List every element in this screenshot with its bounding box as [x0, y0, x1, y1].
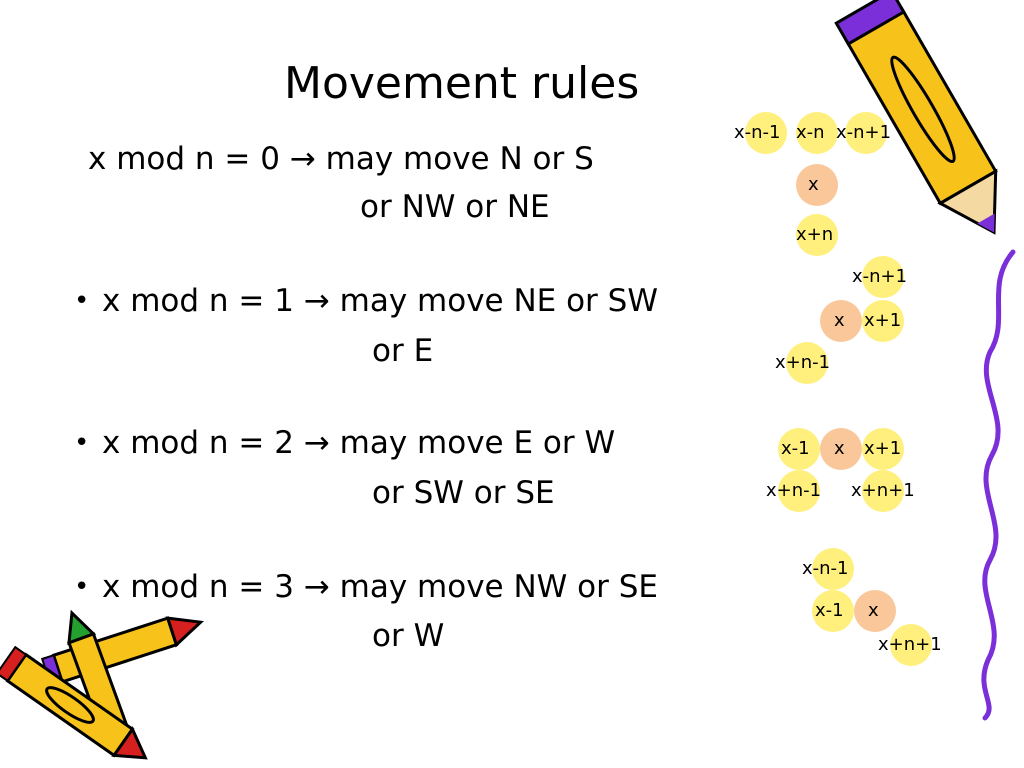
- node-label: x-1: [815, 600, 844, 621]
- rule-1-line2: or E: [372, 333, 434, 369]
- neighbor-node: [845, 112, 887, 154]
- node-label: x-1: [781, 438, 810, 459]
- neighbor-node: [862, 470, 904, 512]
- center-node: [820, 428, 862, 470]
- node-label: x-n: [796, 122, 825, 143]
- neighbor-node: [786, 342, 828, 384]
- neighbor-node: [862, 428, 904, 470]
- neighbor-node: [812, 548, 854, 590]
- squiggle-line: [981, 249, 1016, 721]
- rule-0-line1: x mod n = 0 → may move N or S: [88, 141, 594, 177]
- pencil-icon: [834, 0, 998, 235]
- node-label: x+n+1: [878, 634, 942, 655]
- neighbor-node: [778, 470, 820, 512]
- rule-1-line1: x mod n = 1 → may move NE or SW: [102, 283, 658, 319]
- node-label: x+n-1: [766, 480, 822, 501]
- node-label: x-n+1: [852, 266, 908, 287]
- node-label: x: [868, 600, 879, 621]
- bullet: •: [74, 572, 90, 602]
- center-node: [820, 300, 862, 342]
- neighbor-node: [890, 624, 932, 666]
- rule-0-line2: or NW or NE: [360, 189, 550, 225]
- node-label: x+1: [864, 310, 902, 331]
- rule-3-line2: or W: [372, 618, 445, 654]
- node-label: x-n-1: [802, 558, 849, 579]
- neighbor-node: [796, 112, 838, 154]
- node-label: x+1: [864, 438, 902, 459]
- slide-title: Movement rules: [284, 58, 640, 109]
- crayons-icon: [0, 609, 204, 760]
- center-node: [796, 164, 838, 206]
- neighbor-node: [862, 256, 904, 298]
- node-label: x: [834, 310, 845, 331]
- neighbor-node: [796, 214, 838, 256]
- node-label: x+n+1: [851, 480, 915, 501]
- center-node: [854, 590, 896, 632]
- node-label: x+n: [796, 224, 834, 245]
- rule-3-line1: x mod n = 3 → may move NW or SE: [102, 569, 658, 605]
- node-label: x: [834, 438, 845, 459]
- node-label: x-n+1: [836, 122, 892, 143]
- neighbor-node: [862, 300, 904, 342]
- neighbor-node: [812, 590, 854, 632]
- neighbor-node: [745, 112, 787, 154]
- bullet: •: [74, 428, 90, 458]
- bullet: •: [74, 286, 90, 316]
- neighbor-node: [778, 428, 820, 470]
- node-label: x-n-1: [734, 122, 781, 143]
- node-label: x: [808, 174, 819, 195]
- rule-2-line2: or SW or SE: [372, 475, 555, 511]
- node-label: x+n-1: [775, 352, 831, 373]
- rule-2-line1: x mod n = 2 → may move E or W: [102, 425, 616, 461]
